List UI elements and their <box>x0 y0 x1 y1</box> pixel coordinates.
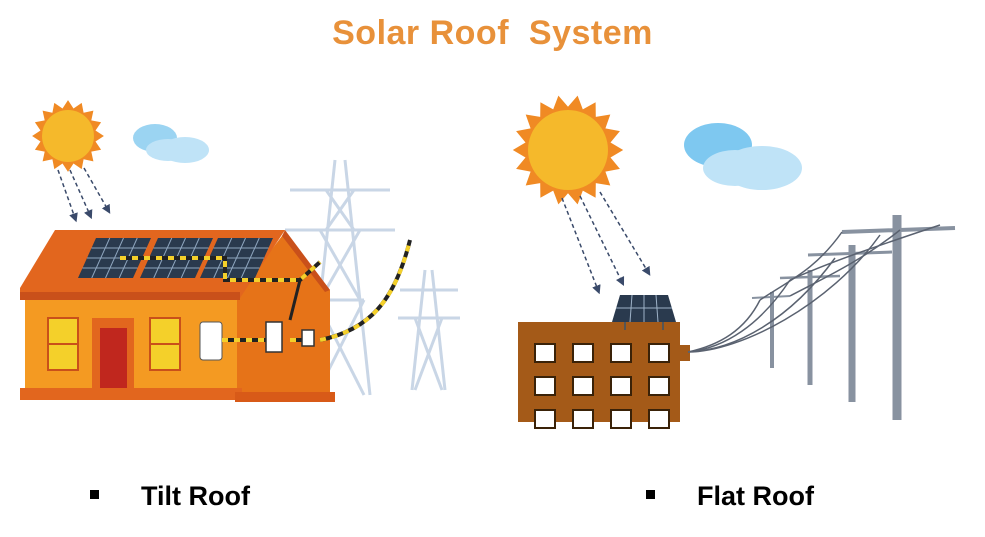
sunlight-arrows <box>561 191 651 295</box>
caption-flat-roof: Flat Roof <box>646 481 814 512</box>
caption-tilt-roof: Tilt Roof <box>90 481 250 512</box>
sun-icon <box>512 95 624 205</box>
sunlight-arrows <box>57 167 111 223</box>
cloud-icon <box>684 123 802 190</box>
bullet-icon <box>90 490 99 500</box>
building-icon <box>518 322 690 429</box>
cloud-icon <box>133 124 209 163</box>
sun-icon <box>32 100 104 172</box>
power-cable <box>120 239 412 353</box>
page-title: Solar Roof System <box>332 14 653 52</box>
flat-roof-scene <box>512 95 956 429</box>
tilt-roof-scene <box>20 100 460 402</box>
caption-label: Flat Roof <box>697 481 814 511</box>
caption-label: Tilt Roof <box>141 481 250 511</box>
bullet-icon <box>646 490 655 500</box>
solar-panel-icon <box>612 294 676 330</box>
solar-panel-icon <box>78 237 273 279</box>
utility-pole-icon <box>687 215 956 420</box>
